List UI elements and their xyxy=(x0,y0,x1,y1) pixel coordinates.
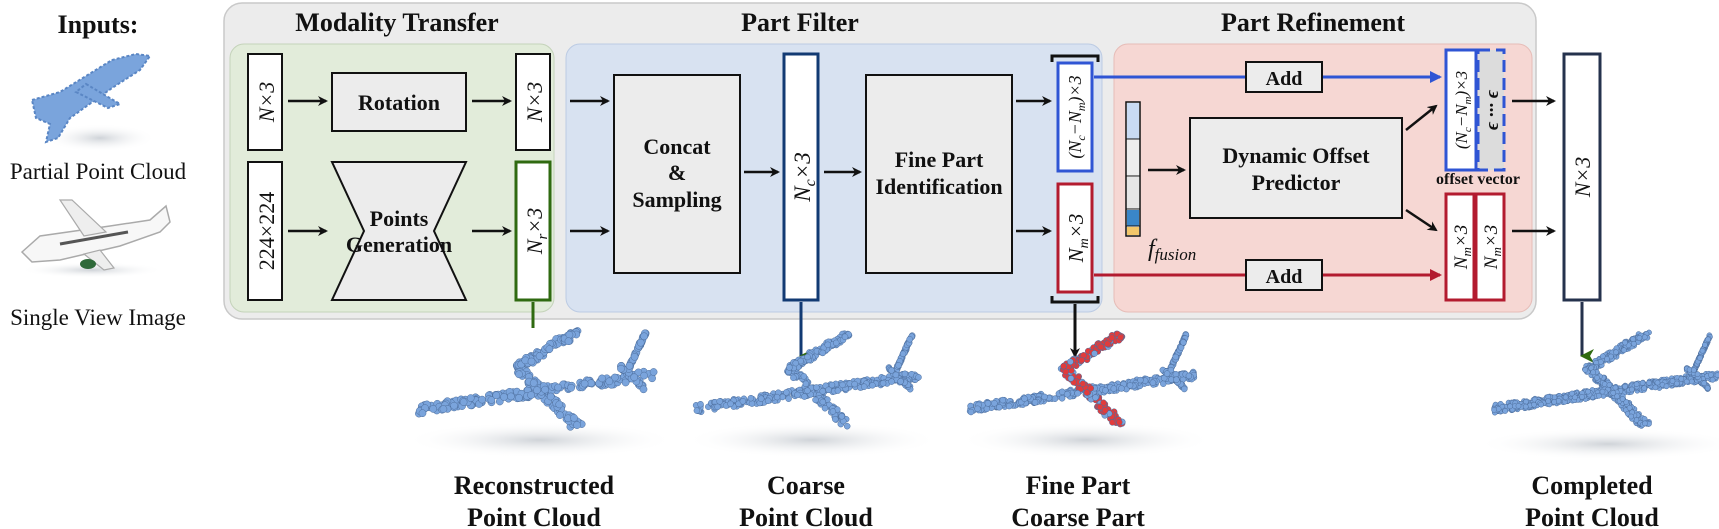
coarse-part-tensor xyxy=(1056,182,1094,294)
refined-coarse-dim-1: Nm×3 xyxy=(1451,225,1474,270)
partial-point-cloud-label: Partial Point Cloud xyxy=(10,159,187,184)
fusion-label: ffusion xyxy=(1148,236,1196,264)
completed-label-1: Completed xyxy=(1531,471,1653,500)
fine-part-label: Fine Part xyxy=(1026,471,1131,500)
fine-id-label-1: Fine Part xyxy=(895,147,984,172)
arrow-dyn-down xyxy=(1405,208,1438,232)
reconstructed-pc-dim: Nr×3 xyxy=(522,208,551,255)
refined-coarse-dim-2: Nm×3 xyxy=(1481,225,1504,270)
section-title-modality: Modality Transfer xyxy=(295,8,498,37)
input-img-tensor xyxy=(247,161,283,301)
coarse-label-2: Point Cloud xyxy=(739,503,873,529)
inputs-heading: Inputs: xyxy=(58,10,139,39)
dyn-label-2: Predictor xyxy=(1252,170,1341,195)
single-view-image-label: Single View Image xyxy=(10,305,186,330)
partial-airplane-thumbnail xyxy=(30,52,156,152)
refined-fine-tensor xyxy=(1444,48,1478,172)
reconstructed-point-cloud-image xyxy=(396,327,676,458)
section-title-part-filter: Part Filter xyxy=(741,8,859,37)
concat-label-3: Sampling xyxy=(632,187,721,212)
reconstructed-label-2: Point Cloud xyxy=(467,503,601,529)
completed-point-cloud-image xyxy=(1476,329,1719,460)
fine-coarse-part-image xyxy=(958,330,1214,458)
coarse-pc-dim: Nc×3 xyxy=(790,152,819,202)
coarse-part-dim: Nm×3 xyxy=(1064,214,1092,264)
part-bracket xyxy=(1050,54,1100,304)
rotation-block xyxy=(331,72,467,132)
single-view-image-thumbnail xyxy=(20,199,171,278)
input-img-dim: 224×224 xyxy=(254,192,279,270)
concat-label-1: Concat xyxy=(643,134,711,159)
rotated-pc-tensor xyxy=(515,53,551,151)
refined-fine-dim: (Nc−Nm)×3 xyxy=(1452,71,1474,149)
coarse-label-1: Coarse xyxy=(767,471,845,500)
refined-coarse-tensor-1 xyxy=(1444,192,1476,302)
points-generation-label-1: Points xyxy=(370,206,429,231)
refined-coarse-tensor-2 xyxy=(1474,192,1506,302)
coarse-point-cloud-image xyxy=(684,330,940,458)
input-pc-dim: N×3 xyxy=(254,82,279,124)
arrow-dyn-up xyxy=(1405,104,1438,131)
offset-vector-label: offset vector xyxy=(1436,171,1520,188)
completed-pc-dim: N×3 xyxy=(1570,157,1595,199)
fine-part-tensor xyxy=(1056,61,1094,173)
add-label-bottom: Add xyxy=(1266,266,1303,288)
fine-part-identification-block xyxy=(865,74,1013,274)
rotated-pc-dim: N×3 xyxy=(522,82,547,124)
points-generation-label-2: Generation xyxy=(346,232,452,257)
section-title-part-refinement: Part Refinement xyxy=(1221,8,1405,37)
input-pc-tensor xyxy=(247,53,283,151)
completed-label-2: Point Cloud xyxy=(1525,503,1659,529)
add-block-top xyxy=(1245,61,1323,93)
fusion-feature-vector xyxy=(1125,101,1141,237)
dyn-label-1: Dynamic Offset xyxy=(1222,143,1370,168)
reconstructed-pc-tensor xyxy=(514,160,552,302)
epsilon-label: ϵ ··· ϵ xyxy=(1482,89,1503,130)
coarse-part-label: Coarse Part xyxy=(1011,503,1145,529)
fine-part-dim: (Nc−Nm)×3 xyxy=(1065,75,1088,158)
add-block-bottom xyxy=(1245,259,1323,291)
rotation-label: Rotation xyxy=(358,90,440,115)
add-label-top: Add xyxy=(1266,68,1303,90)
completed-pc-tensor xyxy=(1562,52,1602,302)
concat-sampling-block xyxy=(613,74,741,274)
reconstructed-label-1: Reconstructed xyxy=(454,471,615,500)
dynamic-offset-predictor-block xyxy=(1189,117,1403,219)
concat-label-2: & xyxy=(668,160,686,185)
fine-id-label-2: Identification xyxy=(875,174,1002,199)
coarse-pc-tensor xyxy=(782,52,820,302)
offset-epsilon-tensor xyxy=(1476,48,1506,172)
points-generation-block xyxy=(330,161,468,301)
